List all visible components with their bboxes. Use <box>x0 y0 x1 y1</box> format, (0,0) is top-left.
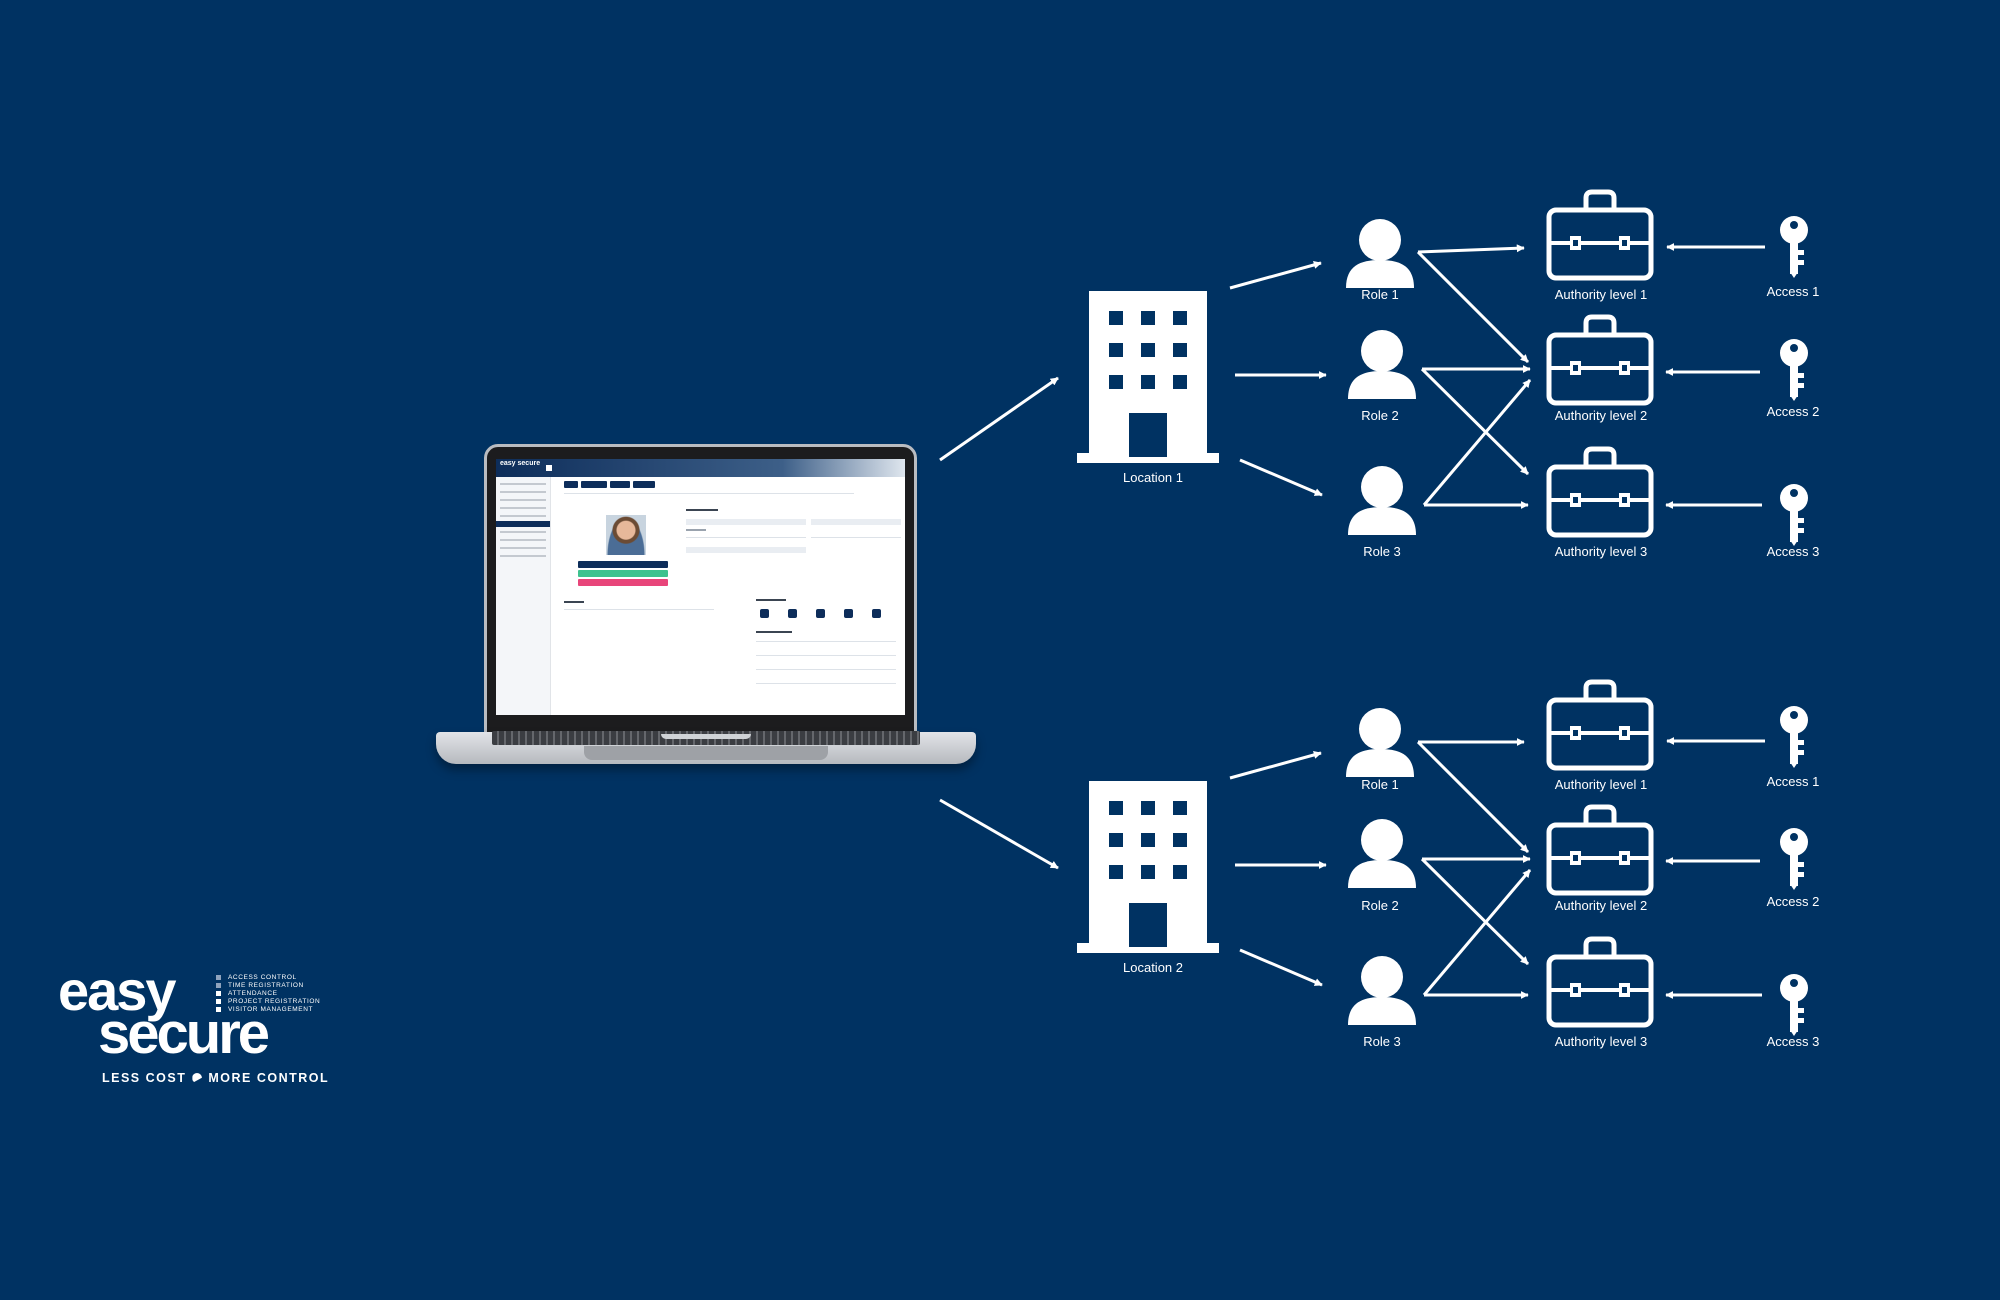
authority-label: Authority level 2 <box>1555 898 1648 913</box>
brand-service: PROJECT REGISTRATION <box>228 997 321 1005</box>
role-label: Role 3 <box>1363 544 1401 559</box>
brand-tagline-right: MORE CONTROL <box>208 1071 330 1085</box>
arrow-icon <box>1239 458 1323 497</box>
brand-logo: easy secure ACCESS CONTROL TIME REGISTRA… <box>58 963 358 1095</box>
role-label: Role 3 <box>1363 1034 1401 1049</box>
briefcase-icon <box>1549 939 1651 1025</box>
briefcase-icon <box>1549 192 1651 278</box>
briefcase-icon <box>1549 317 1651 403</box>
key-icon <box>1780 484 1808 546</box>
key-icon <box>1780 828 1808 890</box>
person-icon <box>1348 466 1416 535</box>
laptop-hinge <box>661 734 751 739</box>
arrow-icon <box>1417 244 1525 254</box>
key-icon <box>1780 216 1808 278</box>
person-icon <box>1348 330 1416 399</box>
arrow-icon <box>1416 740 1530 854</box>
access-label: Access 3 <box>1767 544 1820 559</box>
tagline-separator-icon <box>192 1073 203 1083</box>
location-group-2: Location 2 Role 1 Role 2 Role 3 Authorit… <box>1077 682 1819 1049</box>
person-icon <box>1348 956 1416 1025</box>
authority-label: Authority level 1 <box>1555 287 1648 302</box>
access-label: Access 1 <box>1767 284 1820 299</box>
arrow-icon <box>1239 948 1323 987</box>
role-label: Role 1 <box>1361 777 1399 792</box>
role-label: Role 2 <box>1361 408 1399 423</box>
arrow-icon <box>1416 250 1530 364</box>
building-icon <box>1077 291 1219 463</box>
app-green-button <box>578 570 668 577</box>
brand-service: ACCESS CONTROL <box>228 973 297 981</box>
access-label: Access 3 <box>1767 1034 1820 1049</box>
avatar <box>606 515 646 555</box>
brand-service: TIME REGISTRATION <box>228 981 304 989</box>
arrow-icon <box>1229 751 1322 780</box>
location-label: Location 1 <box>1123 470 1183 485</box>
app-header: easy secure <box>496 459 905 477</box>
app-red-button <box>578 579 668 586</box>
laptop-lid: easy secure <box>484 444 917 736</box>
brand-service: ATTENDANCE <box>228 989 278 997</box>
arrow-icon <box>1420 367 1530 476</box>
person-icon <box>1348 819 1416 888</box>
arrow-icon <box>1420 857 1530 966</box>
location-group-1: Location 1 Role 1 Role 2 Role 3 Authorit… <box>1077 192 1819 559</box>
arrow-icon <box>1422 379 1532 506</box>
role-label: Role 2 <box>1361 898 1399 913</box>
laptop-screen: easy secure <box>496 459 905 715</box>
brand-tagline-left: LESS COST <box>102 1071 187 1085</box>
app-menu-icon <box>546 465 552 471</box>
arrow-laptop-to-location-1 <box>939 376 1059 462</box>
brand-word-easy: easy <box>58 959 177 1022</box>
person-icon <box>1346 708 1414 777</box>
person-icon <box>1346 219 1414 288</box>
brand-tagline: LESS COST MORE CONTROL <box>102 1071 329 1085</box>
laptop-trackpad <box>584 746 828 760</box>
key-icon <box>1780 974 1808 1036</box>
laptop-icon: easy secure <box>436 440 976 785</box>
app-logo: easy secure <box>500 460 541 467</box>
access-label: Access 1 <box>1767 774 1820 789</box>
app-sidebar <box>496 477 551 715</box>
key-icon <box>1780 339 1808 401</box>
arrow-laptop-to-location-2 <box>939 798 1059 870</box>
location-label: Location 2 <box>1123 960 1183 975</box>
role-label: Role 1 <box>1361 287 1399 302</box>
authority-label: Authority level 1 <box>1555 777 1648 792</box>
brand-service: VISITOR MANAGEMENT <box>228 1005 314 1013</box>
brand-word-secure: secure <box>98 1001 270 1066</box>
access-label: Access 2 <box>1767 404 1820 419</box>
briefcase-icon <box>1549 807 1651 893</box>
building-icon <box>1077 781 1219 953</box>
brand-services-list: ACCESS CONTROL TIME REGISTRATION ATTENDA… <box>216 973 320 1013</box>
briefcase-icon <box>1549 682 1651 768</box>
authority-label: Authority level 3 <box>1555 1034 1648 1049</box>
key-icon <box>1780 706 1808 768</box>
authority-label: Authority level 3 <box>1555 544 1648 559</box>
authority-label: Authority level 2 <box>1555 408 1648 423</box>
app-save-button <box>578 561 668 568</box>
arrow-icon <box>1229 261 1322 290</box>
arrow-icon <box>1422 869 1532 996</box>
access-label: Access 2 <box>1767 894 1820 909</box>
briefcase-icon <box>1549 449 1651 535</box>
